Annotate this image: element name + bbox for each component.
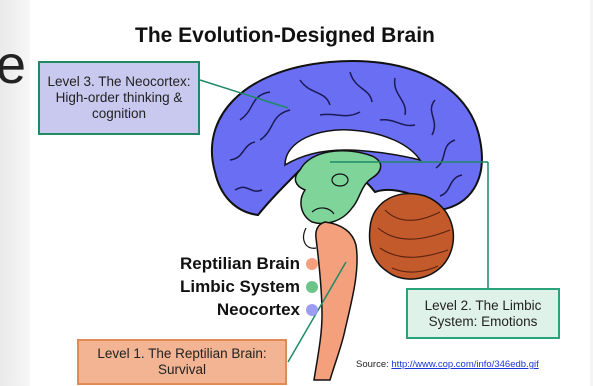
source-link[interactable]: http://www.cop.com/info/346edb.gif <box>391 359 538 370</box>
legend-dot-limbic <box>306 281 318 293</box>
source-prefix: Source: <box>356 359 391 370</box>
legend-dot-neocortex <box>306 304 318 316</box>
legend-label-limbic: Limbic System <box>180 277 300 297</box>
level2-limbic-label-box: Level 2. The Limbic System: Emotions <box>406 288 560 339</box>
diagram-title: The Evolution-Designed Brain <box>135 24 435 48</box>
legend-item-limbic: Limbic System <box>180 277 318 297</box>
source-credit: Source: http://www.cop.com/info/346edb.g… <box>356 359 539 370</box>
reptilian-brainstem-shape <box>314 222 357 380</box>
legend-dot-reptilian <box>306 258 318 270</box>
cerebellum-shape <box>370 194 454 280</box>
legend-item-reptilian: Reptilian Brain <box>180 254 318 274</box>
legend-item-neocortex: Neocortex <box>217 300 318 320</box>
legend-label-neocortex: Neocortex <box>217 300 300 320</box>
legend-label-reptilian: Reptilian Brain <box>180 254 300 274</box>
level3-neocortex-label-box: Level 3. The Neocortex: High-order think… <box>38 61 200 135</box>
level1-reptilian-label-box: Level 1. The Reptilian Brain: Survival <box>77 339 287 385</box>
